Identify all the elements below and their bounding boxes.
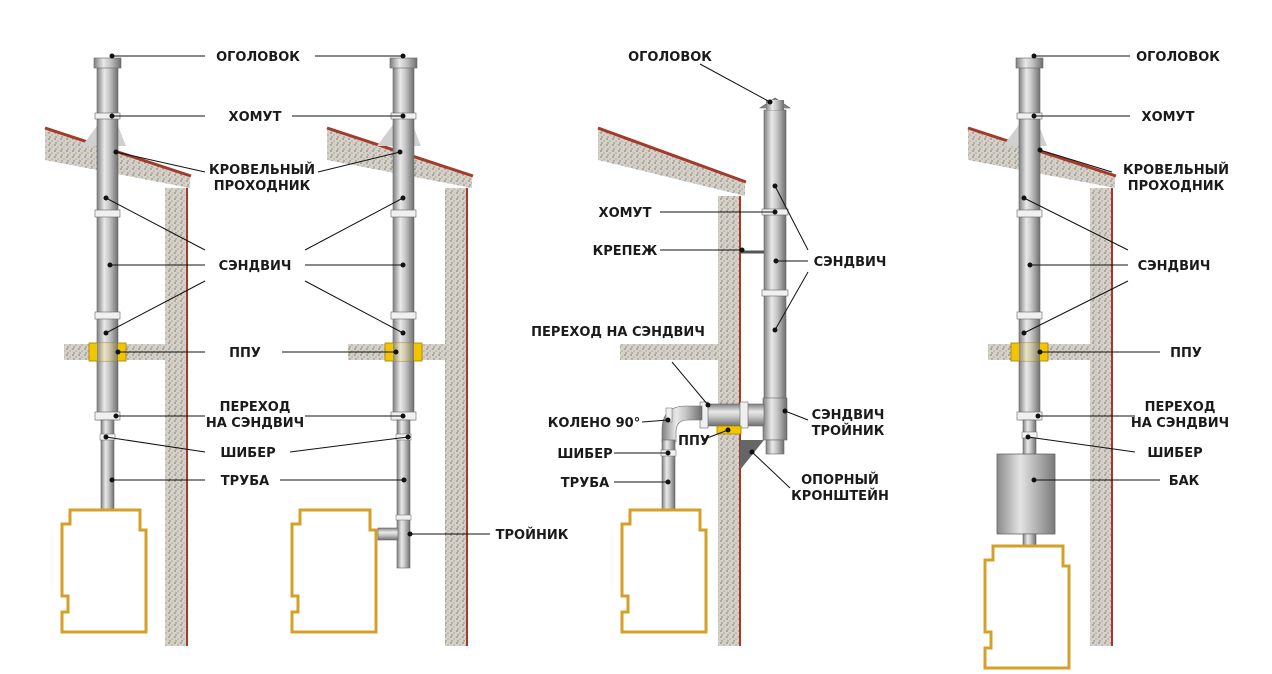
steel-pipe (396, 419, 411, 569)
tee-branch (377, 527, 399, 541)
stove (983, 544, 1071, 670)
label-troynik: ТРОЙНИК (496, 527, 569, 543)
label-shiber-3: ШИБЕР (557, 447, 612, 462)
label-opora-1: ОПОРНЫЙ (801, 472, 879, 488)
label-krovelny-4-1: КРОВЕЛЬНЫЙ (1123, 162, 1229, 178)
wall-insulation (165, 188, 187, 646)
wall-insulation (445, 188, 467, 646)
label-perehod-4-1: ПЕРЕХОД (1145, 400, 1216, 415)
label-ppu-4: ППУ (1170, 346, 1202, 361)
label-sendvich-troynik-1: СЭНДВИЧ (812, 408, 885, 423)
label-homut: ХОМУТ (229, 110, 282, 125)
stove (60, 508, 148, 634)
label-shiber: ШИБЕР (220, 446, 275, 461)
diagram-4 (967, 53, 1160, 670)
stove (290, 508, 378, 634)
chimney-cap (389, 57, 418, 69)
label-krovelny-2: ПРОХОДНИК (214, 179, 311, 194)
label-krovelny-4-2: ПРОХОДНИК (1128, 179, 1225, 194)
roof (968, 128, 1115, 188)
water-tank (996, 453, 1056, 535)
label-sendvich-troynik-2: ТРОЙНИК (812, 423, 885, 439)
roof (598, 128, 745, 196)
chimney-cap (1015, 57, 1044, 69)
label-opora-2: КРОНШТЕЙН (791, 488, 889, 504)
chimney-cap (93, 57, 122, 69)
label-homut-4: ХОМУТ (1142, 110, 1195, 125)
label-truba-3: ТРУБА (561, 476, 609, 491)
label-krovelny-1: КРОВЕЛЬНЫЙ (209, 162, 315, 178)
label-truba: ТРУБА (221, 474, 269, 489)
support-bracket (740, 440, 764, 470)
label-bak-4: БАК (1169, 474, 1200, 489)
transition-to-sandwich (701, 403, 765, 427)
ceiling-slab (620, 344, 718, 360)
label-ogolovok-4: ОГОЛОВОК (1136, 50, 1220, 65)
label-ppu-3: ППУ (678, 434, 710, 449)
label-koleno-3: КОЛЕНО 90° (548, 416, 640, 431)
wall-insulation (1090, 188, 1112, 646)
steel-pipe (100, 419, 115, 511)
sandwich-tee (762, 397, 788, 441)
label-perehod-2: НА СЭНДВИЧ (206, 416, 304, 431)
label-sendvich-3: СЭНДВИЧ (814, 255, 887, 270)
label-ogolovok: ОГОЛОВОК (216, 50, 300, 65)
label-shiber-4: ШИБЕР (1147, 446, 1202, 461)
diagram-1 (44, 53, 206, 646)
label-ppu: ППУ (229, 346, 261, 361)
label-homut-3: ХОМУТ (599, 206, 652, 221)
label-sendvich-4: СЭНДВИЧ (1138, 259, 1211, 274)
diagram-2 (280, 53, 490, 646)
stove (620, 508, 708, 634)
label-ogolovok-3: ОГОЛОВОК (628, 50, 712, 65)
label-krepezh-3: КРЕПЕЖ (593, 244, 658, 259)
label-sendvich: СЭНДВИЧ (219, 259, 292, 274)
label-perehod-4-2: НА СЭНДВИЧ (1131, 416, 1229, 431)
diagram-3 (597, 63, 809, 646)
label-perehod-1: ПЕРЕХОД (220, 400, 291, 415)
label-perehod-3: ПЕРЕХОД НА СЭНДВИЧ (531, 325, 705, 340)
